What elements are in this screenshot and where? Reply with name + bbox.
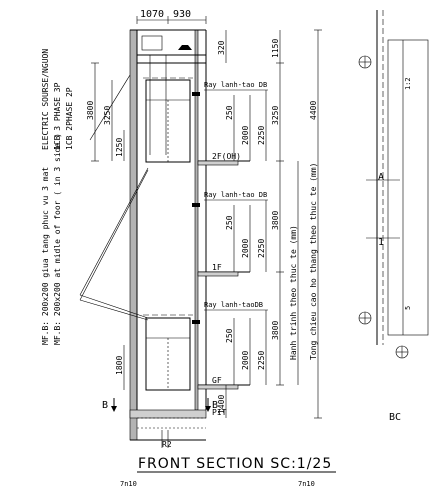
dim-top-1070: 1070 <box>140 9 164 20</box>
floor-note-1f: Ray lanh-tao DB <box>204 191 267 199</box>
svg-text:B: B <box>102 400 108 411</box>
door-header-1f <box>192 203 200 207</box>
height-4400: 4400 <box>309 101 318 120</box>
section-mark-left: B <box>102 398 117 412</box>
dim-3800-b: 3800 <box>271 321 280 340</box>
footer-frag-1: 7n10 <box>120 480 137 487</box>
floor-label-2f: 2F(OH) <box>212 152 241 161</box>
section-mark-right: B <box>205 398 218 412</box>
dim-1400: 1400 <box>217 395 226 414</box>
floor-label-1f: 1F <box>212 263 222 272</box>
door-header-2f <box>192 92 200 96</box>
phase2-note: 1CB 2PHASE 2P <box>65 87 74 150</box>
pit-slab <box>129 409 207 419</box>
floor-dims-2f: 250 2000 2250 <box>225 90 267 161</box>
mfb-note-1: MF.B: 200x200 giua tang phuc vu 3 mat <box>41 167 50 345</box>
floor-dims-gf: 250 2000 2250 <box>225 310 267 385</box>
door-header-gf <box>192 320 200 324</box>
drawing-title: FRONT SECTION SC:1/25 <box>138 456 332 472</box>
plan-frag-1: 1:2 <box>404 77 412 90</box>
bottom-label-bc: BC <box>389 412 401 423</box>
dim-3800-a: 3800 <box>271 211 280 230</box>
dim-left-1250: 1250 <box>115 138 124 157</box>
dim-left-3250: 3250 <box>103 106 112 125</box>
axis-label-1: 1 <box>378 237 384 248</box>
dim-gf-2000: 2000 <box>241 351 250 370</box>
r2-label: R2 <box>162 440 172 449</box>
right-plan-fragment: A 1 1:2 5 BC <box>358 10 429 423</box>
dim-1f-2000: 2000 <box>241 239 250 258</box>
dim-gf-250: 250 <box>225 328 234 343</box>
phase3-note: 1CB 3 PHASE 3P <box>53 82 62 150</box>
shaft-left-wall <box>129 29 138 441</box>
dim-1f-2250: 2250 <box>257 239 266 258</box>
travel-note: Hanh trinh theo thuc te (mm) <box>289 225 298 360</box>
machine-motor <box>178 45 192 50</box>
total-height-note: Tong chieu cao ho thang theo thuc te (mm… <box>309 163 318 360</box>
floor-dims-1f: 250 2000 2250 <box>225 200 267 272</box>
dim-1150: 1150 <box>271 39 280 58</box>
dim-2f-2250: 2250 <box>257 126 266 145</box>
dim-left-3800: 3800 <box>86 101 95 120</box>
dim-left-1800: 1800 <box>115 356 124 375</box>
electric-source-note: ELECTRIC SOURSE/NGUON <box>41 49 50 150</box>
floor-label-gf: GF <box>212 376 222 385</box>
dim-320: 320 <box>217 40 226 55</box>
car-bottom <box>145 317 191 391</box>
dim-2f-2000: 2000 <box>241 126 250 145</box>
mfb-note-2: MF.B: 200x200 at midle of foor ( in 3 si… <box>53 133 62 345</box>
plan-frag-2: 5 <box>404 306 412 310</box>
dim-top-930: 930 <box>173 9 191 20</box>
axis-label-a: A <box>378 172 384 183</box>
dim-2f-250: 250 <box>225 105 234 120</box>
shaft-right-wall <box>194 29 199 411</box>
dim-3250-right: 3250 <box>271 106 280 125</box>
footer-frag-2: 7n10 <box>298 480 315 487</box>
pit-label: PIT <box>212 408 227 417</box>
floor-note-gf: Ray lanh-taoDB <box>204 301 263 309</box>
dim-1f-250: 250 <box>225 215 234 230</box>
svg-text:B: B <box>212 400 218 411</box>
dim-gf-2250: 2250 <box>257 351 266 370</box>
floor-note-2f: Ray lanh-tao DB <box>204 81 267 89</box>
